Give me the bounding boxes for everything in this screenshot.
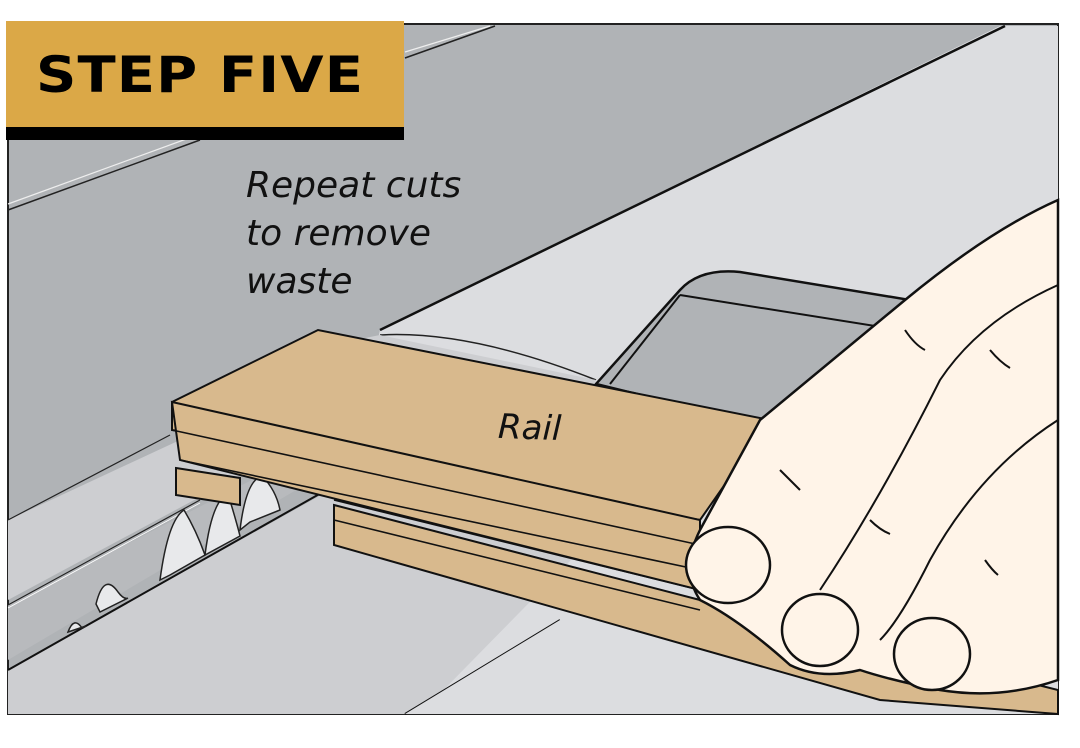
step-title: STEP FIVE xyxy=(36,46,365,104)
hand xyxy=(684,198,1060,695)
rail-label: Rail xyxy=(497,406,563,450)
step-badge xyxy=(6,21,404,127)
rail-board xyxy=(170,328,1059,716)
instruction-caption: Repeat cuts to remove waste xyxy=(246,165,462,302)
saw-blade-teeth xyxy=(66,475,281,634)
step-badge-underline xyxy=(6,127,404,140)
